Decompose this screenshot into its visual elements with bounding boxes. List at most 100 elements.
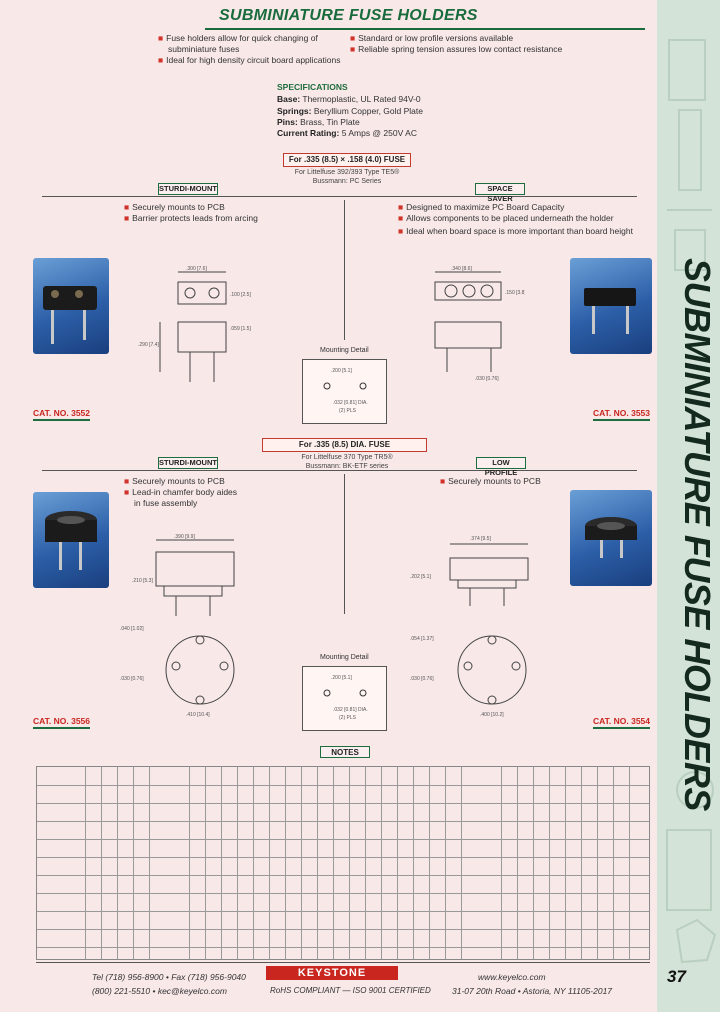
svg-text:.340 [8.6]: .340 [8.6]	[451, 266, 472, 272]
sturdi-mount-label-2: STURDI-MOUNT	[158, 457, 218, 469]
low-profile-label: LOW PROFILE	[476, 457, 526, 477]
intro-bullet-4-text: Reliable spring tension assures low cont…	[358, 44, 563, 54]
intro-bullet-1: ■Fuse holders allow for quick changing o…	[158, 33, 318, 43]
catno-3556: CAT. NO. 3556	[33, 716, 91, 729]
intro-bullet-2: ■Ideal for high density circuit board ap…	[158, 55, 341, 65]
s1r-bullet-3: ■Ideal when board space is more importan…	[398, 226, 633, 236]
svg-text:(2) PLS: (2) PLS	[339, 715, 357, 721]
s2r-bullet-1-text: Securely mounts to PCB	[448, 476, 541, 486]
catno-3554: CAT. NO. 3554	[593, 716, 651, 729]
drawing-3552: .300 [7.6] .100 [2.5] .290 [7.4] .059 [1…	[138, 266, 251, 382]
s2l-bullet-2-text: Lead-in chamfer body aides	[132, 487, 238, 497]
footer-phone: Tel (718) 956-8900 • Fax (718) 956-9040	[92, 972, 246, 982]
s1r-bullet-2: ■Allows components to be placed undernea…	[398, 213, 614, 223]
intro-bullet-1-text: Fuse holders allow for quick changing of	[166, 33, 318, 43]
section2-sub2: Bussmann: BK-ETF series	[305, 463, 389, 470]
drawing-3554: .374 [9.5] .202 [5.1] .054 [1.37] .030 […	[410, 536, 529, 718]
s1l-bullet-1-text: Securely mounts to PCB	[132, 202, 225, 212]
s2l-bullet-1-text: Securely mounts to PCB	[132, 476, 225, 486]
spec-base-value: Thermoplastic, UL Rated 94V-0	[302, 94, 421, 104]
side-title-text: SUBMINIATURE FUSE HOLDERS	[677, 258, 718, 811]
section1-fuse-size: For .335 (8.5) × .158 (4.0) FUSE	[283, 153, 411, 167]
spec-springs-value: Beryllium Copper, Gold Plate	[313, 106, 423, 116]
svg-text:.030 [0.76]: .030 [0.76]	[410, 676, 434, 682]
spec-springs: Springs: Beryllium Copper, Gold Plate	[277, 106, 423, 116]
svg-text:.200 [5.1]: .200 [5.1]	[331, 368, 352, 374]
s2l-bullet-1: ■Securely mounts to PCB	[124, 476, 225, 486]
intro-bullet-2-text: Ideal for high density circuit board app…	[166, 55, 341, 65]
intro-bullet-1-cont-text: subminiature fuses	[168, 44, 240, 54]
svg-text:.410 [10.4]: .410 [10.4]	[186, 712, 210, 718]
svg-text:.290 [7.4]: .290 [7.4]	[138, 342, 159, 348]
svg-text:.150 [3.8]: .150 [3.8]	[505, 290, 525, 296]
spec-base: Base: Thermoplastic, UL Rated 94V-0	[277, 94, 421, 104]
svg-text:.400 [10.2]: .400 [10.2]	[480, 712, 504, 718]
mounting-detail-1: .200 [5.1] .032 [0.81] DIA. (2) PLS	[302, 359, 387, 424]
section2-sub1: For Littelfuse 370 Type TR5®	[301, 454, 393, 461]
intro-bullet-1-cont: subminiature fuses	[168, 44, 239, 55]
photo-3554	[570, 490, 652, 586]
svg-text:.210 [5.3]: .210 [5.3]	[132, 578, 153, 584]
mounting-detail-2: .200 [5.1] .032 [0.81] DIA. (2) PLS	[302, 666, 387, 731]
page-number: 37	[667, 967, 686, 986]
svg-text:.059 [1.5]: .059 [1.5]	[230, 326, 251, 332]
svg-text:.030 [0.76]: .030 [0.76]	[475, 376, 499, 382]
spec-current-label: Current Rating:	[277, 128, 340, 138]
svg-text:(2) PLS: (2) PLS	[339, 408, 357, 414]
s1r-bullet-2-text: Allows components to be placed underneat…	[406, 213, 614, 223]
s2l-bullet-2-cont-text: in fuse assembly	[134, 498, 198, 508]
spec-pins: Pins: Brass, Tin Plate	[277, 117, 360, 127]
section2-divider	[42, 470, 637, 471]
intro-bullet-3: ■Standard or low profile versions availa…	[350, 33, 514, 43]
spec-current: Current Rating: 5 Amps @ 250V AC	[277, 128, 417, 138]
s2r-bullet-1: ■Securely mounts to PCB	[440, 476, 541, 486]
s2l-bullet-2-cont: in fuse assembly	[134, 498, 197, 509]
spec-pins-value: Brass, Tin Plate	[300, 117, 360, 127]
s1l-bullet-2: ■Barrier protects leads from arcing	[124, 213, 258, 223]
s2l-bullet-2: ■Lead-in chamfer body aides	[124, 487, 238, 497]
page-title: SUBMINIATURE FUSE HOLDERS	[205, 6, 645, 30]
footer-certifications: RoHS COMPLIANT — ISO 9001 CERTIFIED	[270, 986, 431, 995]
section2-center-line	[344, 474, 345, 614]
spec-pins-label: Pins:	[277, 117, 298, 127]
intro-bullet-4: ■Reliable spring tension assures low con…	[350, 44, 563, 54]
page-title-text: SUBMINIATURE FUSE HOLDERS	[219, 7, 478, 24]
space-saver-label: SPACE SAVER	[475, 183, 525, 203]
drawing-3553: .340 [8.6] .150 [3.8] .030 [0.76]	[434, 266, 525, 382]
section1-divider	[42, 196, 637, 197]
s1r-bullet-3-text: Ideal when board space is more important…	[406, 226, 633, 236]
footer-divider	[36, 962, 650, 963]
svg-text:.202 [5.1]: .202 [5.1]	[410, 574, 431, 580]
footer-tollfree-email: (800) 221-5510 • kec@keyelco.com	[92, 986, 227, 996]
svg-text:.032 [0.81] DIA.: .032 [0.81] DIA.	[333, 707, 368, 713]
svg-text:.100 [2.5]: .100 [2.5]	[230, 292, 251, 298]
section1-sub2: Bussmann: PC Series	[312, 178, 382, 185]
keystone-logo: KEYSTONE	[266, 966, 398, 980]
notes-grid	[36, 766, 650, 960]
specifications-heading: SPECIFICATIONS	[277, 82, 348, 92]
notes-label: NOTES	[320, 746, 370, 758]
photo-3556	[33, 492, 109, 588]
spec-springs-label: Springs:	[277, 106, 312, 116]
footer-address: 31-07 20th Road • Astoria, NY 11105-2017	[452, 986, 613, 996]
intro-bullet-3-text: Standard or low profile versions availab…	[358, 33, 514, 43]
s1l-bullet-1: ■Securely mounts to PCB	[124, 202, 225, 212]
svg-text:.374 [9.5]: .374 [9.5]	[470, 536, 491, 542]
drawing-3556: .390 [9.9] .210 [5.3] .040 [1.02] .030 […	[120, 534, 235, 718]
svg-text:.032 [0.81] DIA.: .032 [0.81] DIA.	[333, 400, 368, 406]
s1r-bullet-1-text: Designed to maximize PC Board Capacity	[406, 202, 565, 212]
spec-base-label: Base:	[277, 94, 301, 104]
s1l-bullet-2-text: Barrier protects leads from arcing	[132, 213, 258, 223]
svg-text:.390 [9.9]: .390 [9.9]	[174, 534, 195, 540]
footer-website[interactable]: www.keyelco.com	[478, 972, 546, 982]
side-title: SUBMINIATURE FUSE HOLDERS	[660, 258, 720, 811]
svg-text:.040 [1.02]: .040 [1.02]	[120, 626, 144, 632]
mounting-detail-title-2: Mounting Detail	[320, 654, 369, 661]
sidebar-illustration	[657, 0, 720, 1012]
spec-current-value: 5 Amps @ 250V AC	[341, 128, 417, 138]
svg-text:.054 [1.37]: .054 [1.37]	[410, 636, 434, 642]
s1r-bullet-1: ■Designed to maximize PC Board Capacity	[398, 202, 565, 212]
sturdi-mount-label-1: STURDI-MOUNT	[158, 183, 218, 195]
main-content	[0, 0, 657, 1012]
section2-fuse-size: For .335 (8.5) DIA. FUSE	[262, 438, 427, 452]
